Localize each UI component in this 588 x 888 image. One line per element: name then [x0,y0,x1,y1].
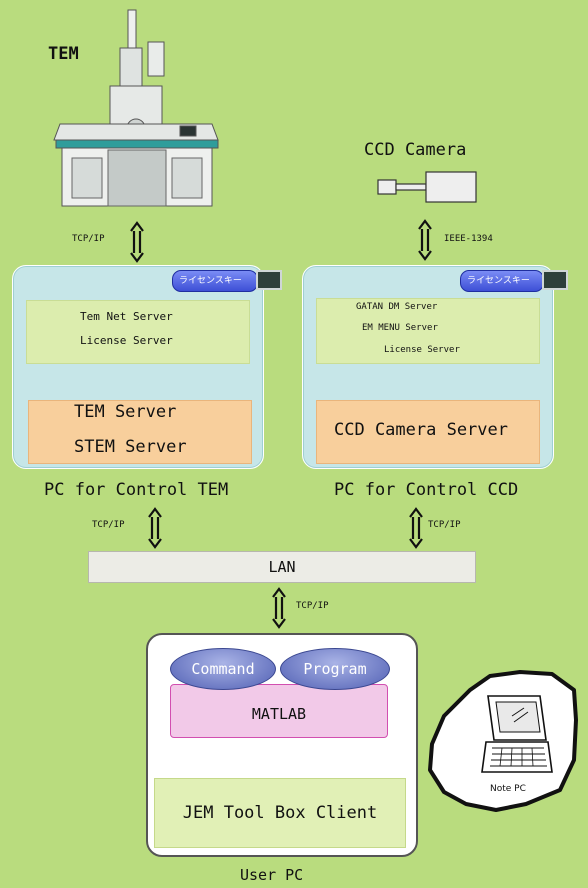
tem-license-server-label: License Server [80,334,173,347]
gatan-dm-server-label: GATAN DM Server [356,302,438,312]
matlab-box: MATLAB [170,684,388,738]
program-label: Program [303,660,367,678]
jem-toolbox-client-label: JEM Tool Box Client [182,803,378,823]
ccd-camera-icon [377,171,477,203]
em-menu-server-label: EM MENU Server [362,323,438,333]
lan-user-link-label: TCP/IP [296,601,329,611]
tem-label: TEM [48,44,79,64]
license-key-badge-ccd: ライセンスキー [460,270,544,292]
arrow-tem-link [129,221,145,263]
command-label: Command [191,660,255,678]
ccd-upper-servers-box [316,298,540,364]
pc-control-ccd-caption: PC for Control CCD [334,480,519,500]
lan-bar: LAN [88,551,476,583]
ccd-link-label: IEEE-1394 [444,234,493,244]
jem-toolbox-client-box: JEM Tool Box Client [154,778,406,848]
tem-link-label: TCP/IP [72,234,105,244]
license-key-screen-icon [542,270,568,290]
program-oval: Program [280,648,390,690]
command-oval: Command [170,648,276,690]
license-key-badge-tem: ライセンスキー [172,270,258,292]
ccd-lower-servers-box [316,400,540,464]
laptop-icon [481,695,553,773]
pc-control-tem-caption: PC for Control TEM [44,480,229,500]
tem-microscope-icon [53,9,219,207]
tem-net-server-label: Tem Net Server [80,310,173,323]
arrow-ccd-link [417,219,433,261]
tem-lower-servers-box [28,400,252,464]
ccd-license-server-label: License Server [384,345,460,355]
arrow-ccd-lan [408,507,424,549]
tem-lan-link-label: TCP/IP [92,520,125,530]
matlab-label: MATLAB [251,705,307,723]
arrow-tem-lan [147,507,163,549]
lan-label: LAN [268,558,296,576]
tem-server-label: TEM Server [74,402,177,422]
ccd-camera-server-label: CCD Camera Server [334,420,508,440]
ccd-lan-link-label: TCP/IP [428,520,461,530]
ccd-camera-label: CCD Camera [364,140,467,160]
license-key-screen-icon [256,270,282,290]
arrow-lan-user [271,587,287,629]
note-pc-label: Note PC [490,784,526,794]
tem-upper-servers-box [26,300,250,364]
user-pc-caption: User PC [240,866,304,884]
stem-server-label: STEM Server [74,437,187,457]
